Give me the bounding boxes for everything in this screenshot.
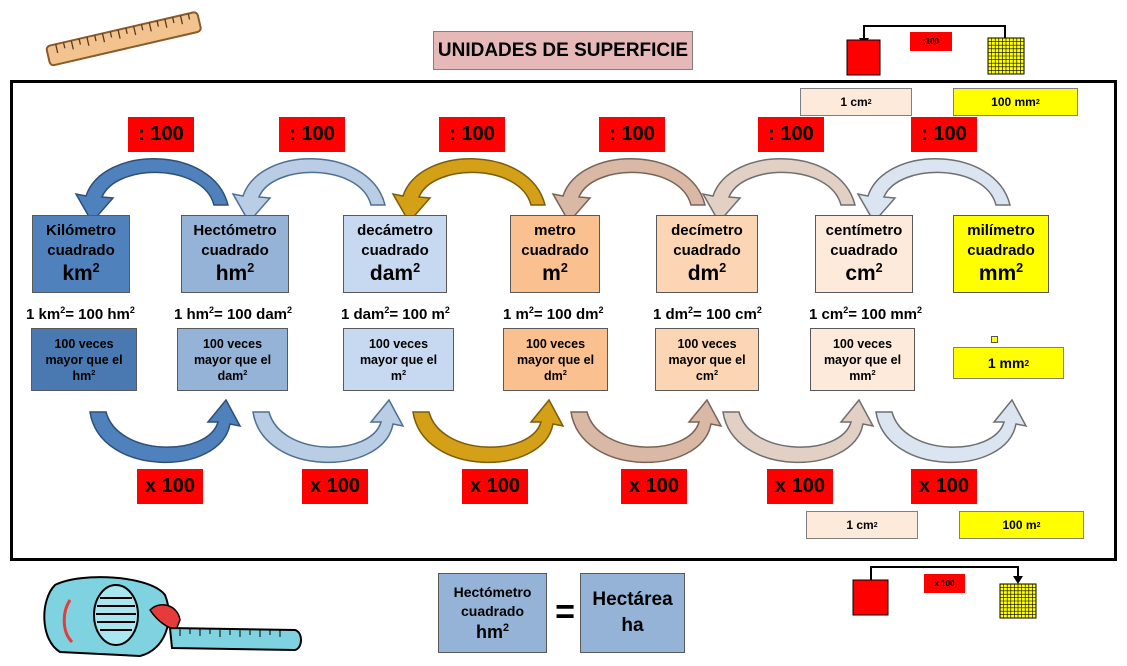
- ruler-icon: [45, 11, 202, 67]
- unit-name-line1: decímetro: [671, 222, 743, 239]
- divide-label-5: : 100: [758, 117, 824, 152]
- relation-km2: 1 km2= 100 hm2: [26, 305, 135, 324]
- unit-box-dm2: decímetro cuadrado dm2: [656, 215, 758, 293]
- unit-name-line1: centímetro: [825, 222, 903, 239]
- unit-name-line1: decámetro: [357, 222, 433, 239]
- unit-name-line2: cuadrado: [830, 242, 898, 259]
- main-frame: [10, 80, 1117, 561]
- relation-hm2: 1 hm2= 100 dam2: [174, 305, 293, 324]
- divide-label-2: : 100: [279, 117, 345, 152]
- unit-name-line1: Hectómetro: [193, 222, 277, 239]
- relation-dam2: 1 dam2= 100 m2: [341, 305, 450, 324]
- unit-box-dam2: decámetro cuadrado dam2: [343, 215, 447, 293]
- unit-name-line2: cuadrado: [673, 242, 741, 259]
- unit-symbol: m2: [542, 261, 568, 285]
- multiply-label-2: x 100: [302, 469, 368, 504]
- unit-symbol: dm2: [687, 261, 727, 285]
- unit-name-line2: cuadrado: [967, 242, 1035, 259]
- divide-arrow-2: [231, 158, 386, 224]
- top-small-square: [846, 39, 881, 76]
- divide-arrow-3: [391, 158, 546, 224]
- divide-label-3: : 100: [439, 117, 505, 152]
- multiply-label-5: x 100: [767, 469, 833, 504]
- equals-sign: =: [555, 592, 575, 631]
- top-legend-arrow-label: :100: [910, 32, 952, 51]
- relation-cm2: 1 cm2= 100 mm2: [809, 305, 923, 324]
- divide-label-1: : 100: [128, 117, 194, 152]
- unit-name-line1: metro: [534, 222, 576, 239]
- unit-symbol: dam2: [369, 261, 421, 285]
- unit-box-hm2: Hectómetro cuadrado hm2: [181, 215, 289, 293]
- unit-box-km2: Kilómetro cuadrado km2: [32, 215, 130, 293]
- unit-symbol: km2: [62, 261, 100, 285]
- top-legend-diagram: [846, 25, 1025, 76]
- multiply-label-4: x 100: [621, 469, 687, 504]
- multiply-label-1: x 100: [137, 469, 203, 504]
- divide-arrow-1: [74, 158, 229, 224]
- relation-dm2: 1 dm2= 100 cm2: [653, 305, 762, 324]
- multiply-arrow-4: [570, 398, 723, 463]
- bottom-legend-arrow-label: x 100: [924, 574, 965, 593]
- multiply-arrow-6: [875, 398, 1028, 463]
- page-title: UNIDADES DE SUPERFICIE: [433, 31, 693, 70]
- unit-name-line2: cuadrado: [521, 242, 589, 259]
- unit-symbol: hm2: [215, 261, 255, 285]
- unit-box-cm2: centímetro cuadrado cm2: [815, 215, 913, 293]
- unit-name-line1: milímetro: [967, 222, 1035, 239]
- hectometer-box: Hectómetro cuadrado hm2: [438, 573, 547, 653]
- unit-name-line2: cuadrado: [47, 242, 115, 259]
- multiply-arrow-3: [412, 398, 565, 463]
- mm-sample-square: [991, 336, 998, 343]
- divide-arrow-5: [701, 158, 856, 224]
- unit-name-line2: cuadrado: [361, 242, 429, 259]
- unit-name-line1: Kilómetro: [45, 222, 116, 239]
- relation-m2: 1 m2= 100 dm2: [503, 305, 604, 324]
- divide-label-4: : 100: [599, 117, 665, 152]
- hectare-box: Hectárea ha: [580, 573, 685, 653]
- unit-box-mm2: milímetro cuadrado mm2: [953, 215, 1049, 293]
- unit-box-m2: metro cuadrado m2: [510, 215, 600, 293]
- divide-arrow-6: [856, 158, 1011, 224]
- multiply-arrow-1: [89, 398, 242, 463]
- unit-symbol: cm2: [845, 261, 883, 285]
- multiply-label-3: x 100: [462, 469, 528, 504]
- multiply-arrow-2: [252, 398, 405, 463]
- multiply-arrow-5: [722, 398, 875, 463]
- unit-symbol: mm2: [978, 261, 1024, 285]
- multiply-label-6: x 100: [911, 469, 977, 504]
- divide-label-6: : 100: [911, 117, 977, 152]
- unit-name-line2: cuadrado: [201, 242, 269, 259]
- divide-arrow-4: [551, 158, 706, 224]
